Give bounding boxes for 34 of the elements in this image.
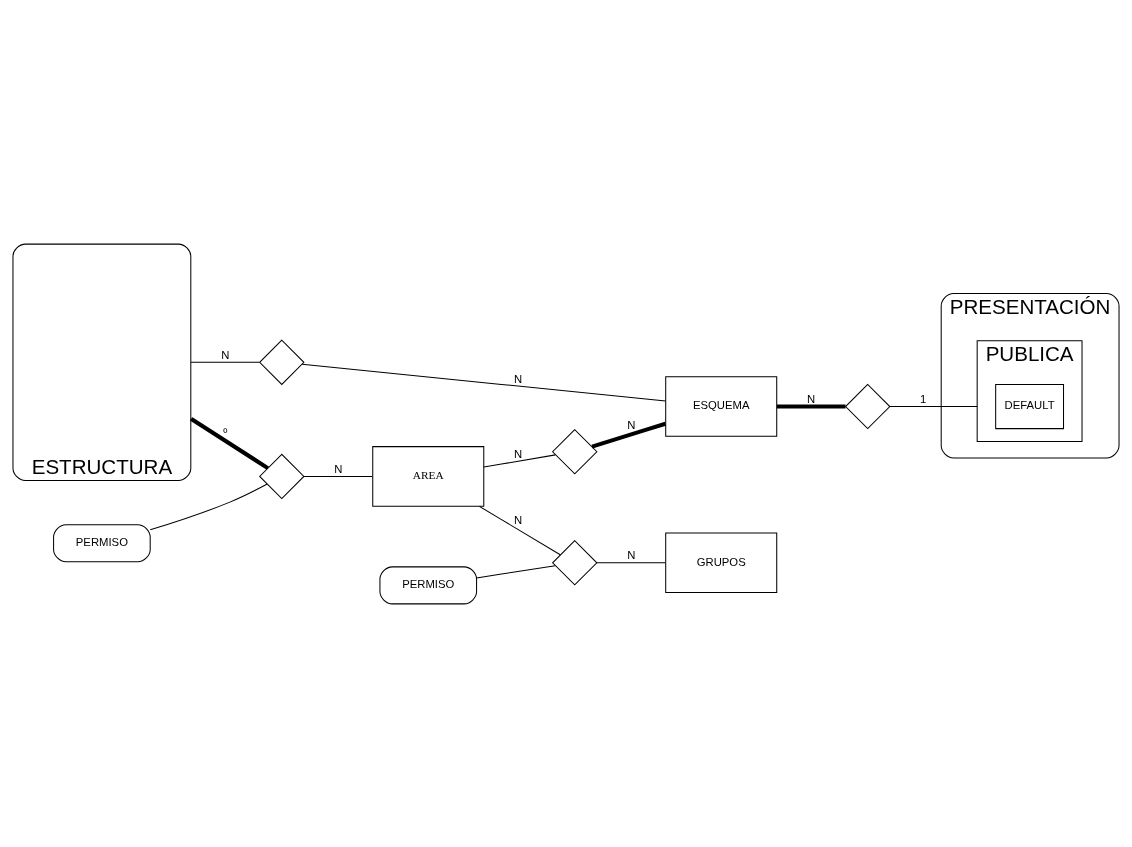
node-diamond [844, 383, 891, 429]
connector [596, 561, 666, 563]
node-box: DEFAULT [995, 383, 1065, 429]
node-diamond [551, 539, 598, 586]
connector [478, 505, 561, 555]
node-diamond [551, 428, 598, 475]
edge-label: N [514, 513, 523, 525]
node-diamond [258, 339, 305, 385]
edge-label: N [514, 447, 523, 460]
connector [189, 416, 269, 470]
connector [483, 453, 556, 468]
connector [476, 564, 556, 578]
edge-label: N [514, 372, 523, 385]
connector [776, 403, 846, 409]
edge-label: N [627, 548, 636, 561]
node-diamond [258, 453, 305, 499]
node-box: PERMISO [379, 565, 478, 604]
node-box: GRUPOS [665, 531, 778, 593]
edge-label: 1 [920, 392, 927, 405]
edge-label: º [223, 425, 228, 438]
node-box: PERMISO [53, 523, 151, 562]
edge-label: N [221, 348, 230, 361]
connector [303, 475, 373, 477]
connector [889, 405, 978, 407]
edge-label: N [334, 462, 343, 475]
connector [149, 482, 268, 530]
connector [190, 361, 260, 363]
node-box: ESQUEMA [665, 375, 778, 437]
node-box: AREA [372, 445, 485, 507]
node-box: ESTRUCTURA [12, 243, 192, 481]
edge-label: N [807, 392, 816, 405]
connector [591, 421, 667, 449]
edge-label: N [627, 418, 636, 431]
connector [301, 363, 667, 402]
